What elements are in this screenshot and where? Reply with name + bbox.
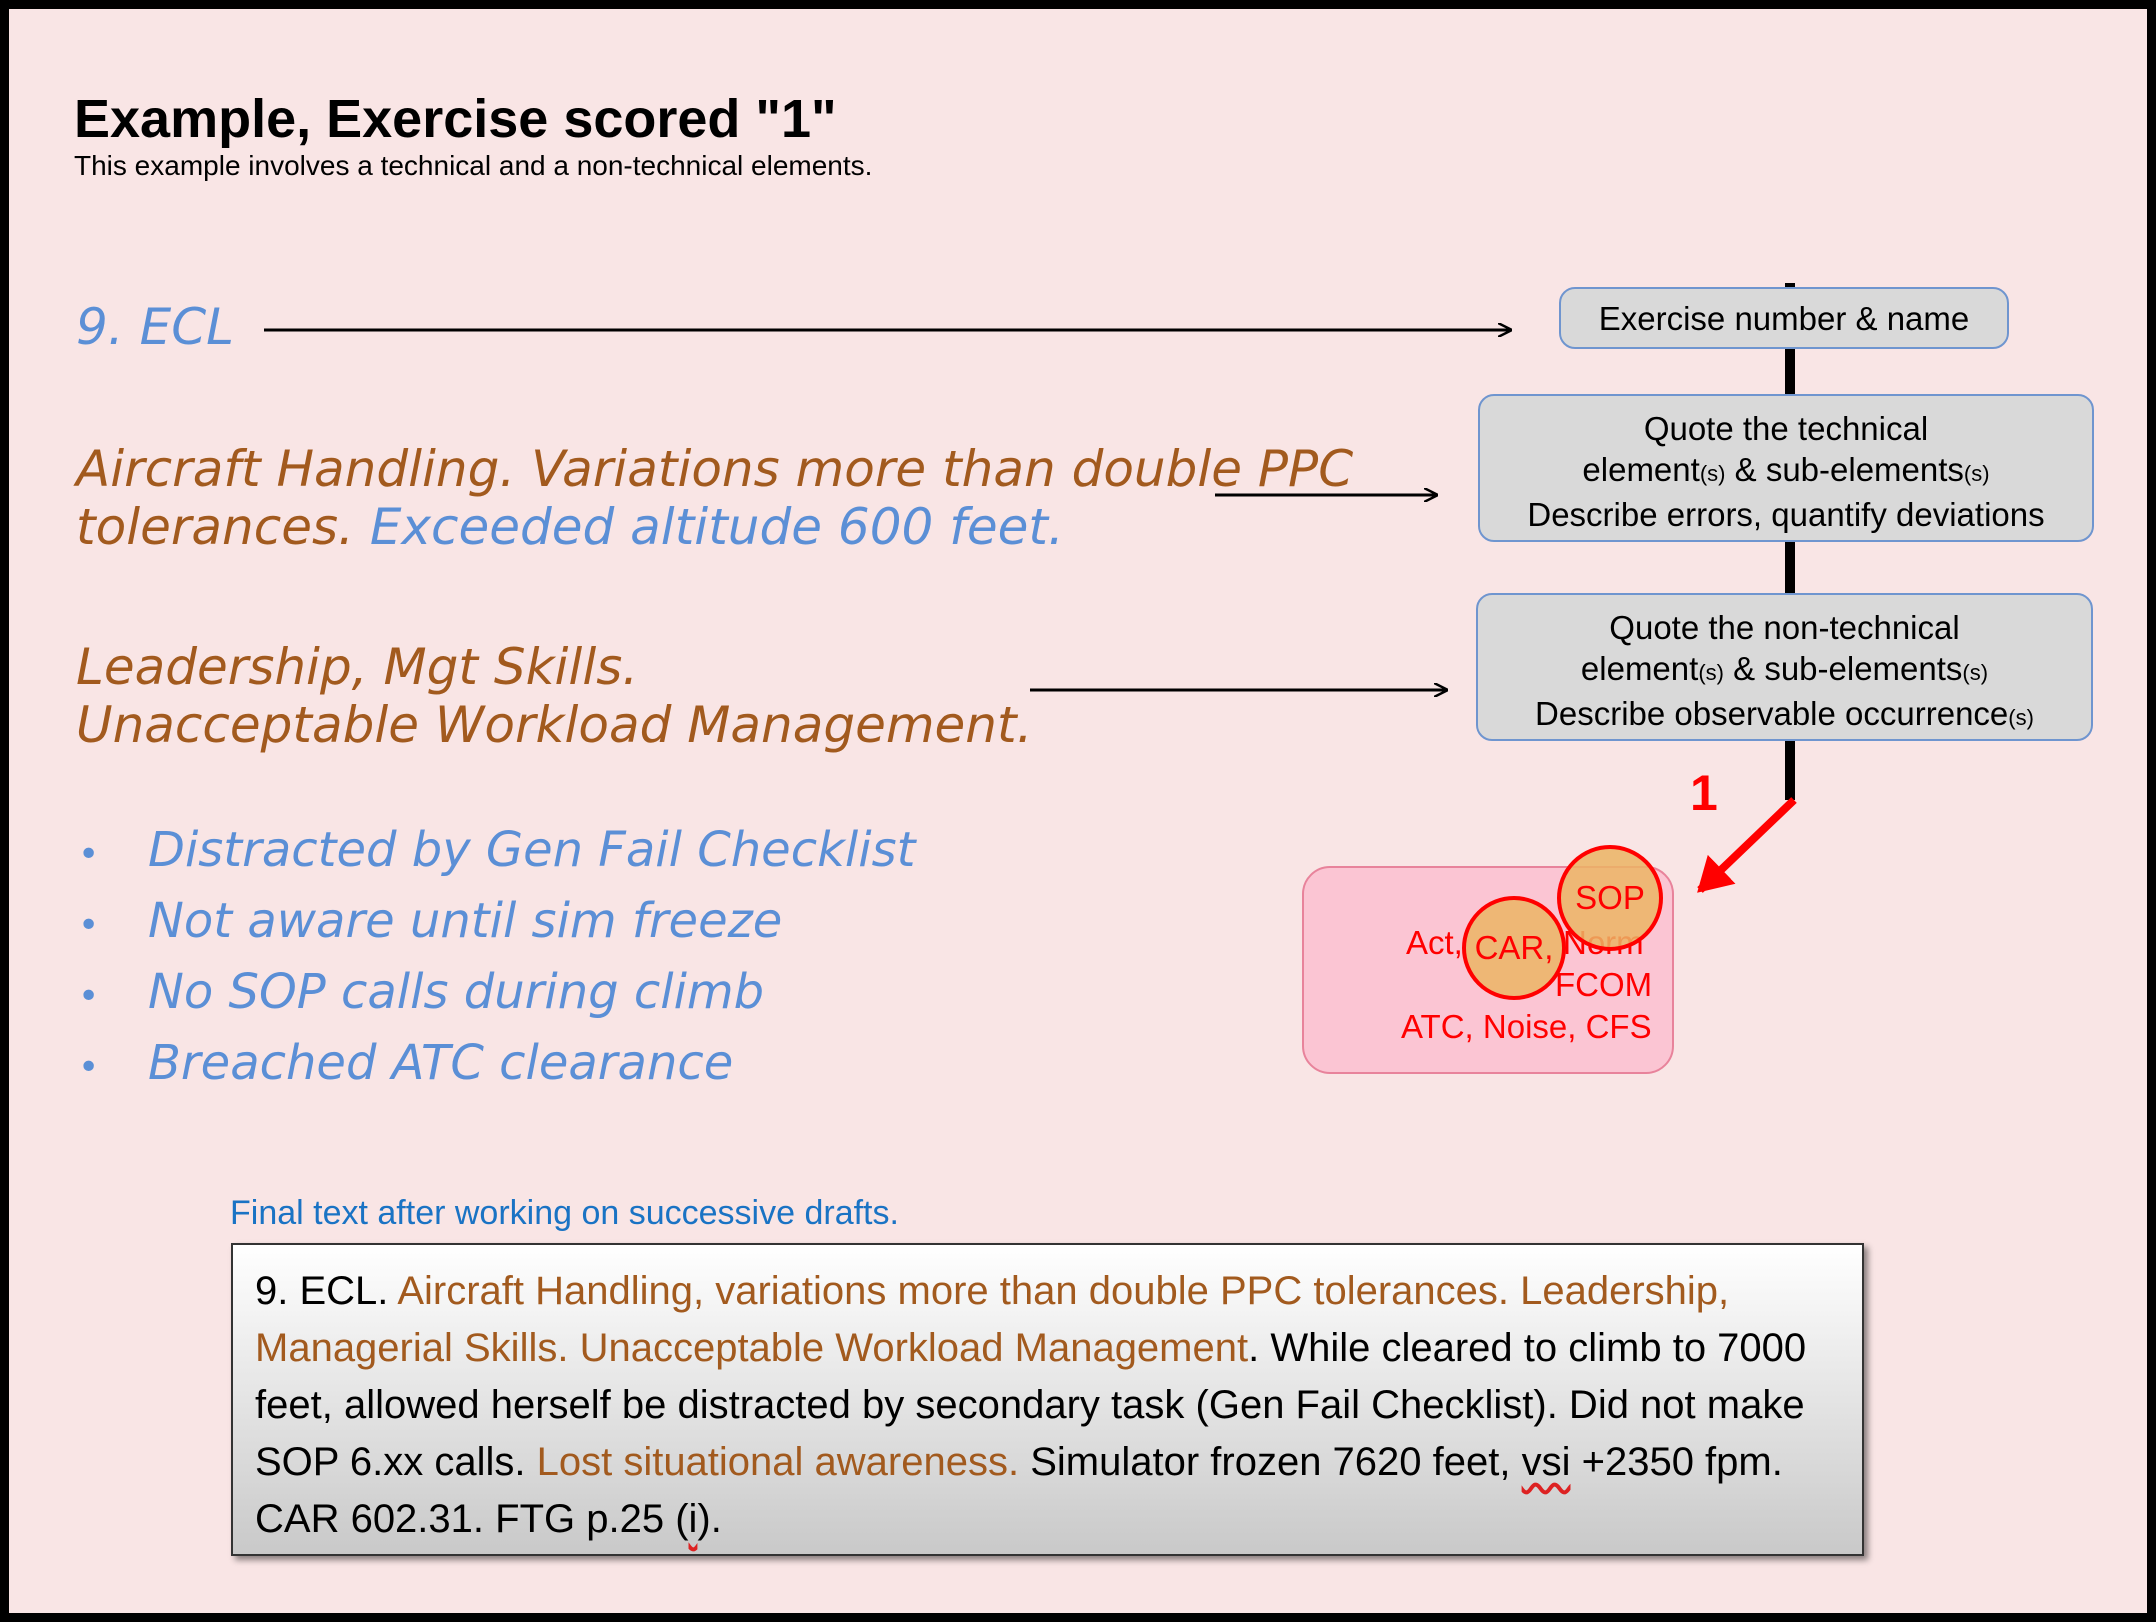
page-title: Example, Exercise scored "1" [74,89,837,149]
bullet-item: •Distracted by Gen Fail Checklist [78,822,916,878]
reference-atc-noise-cfs: ATC, Noise, CFS [1401,1008,1652,1045]
technical-element-box: Quote the technical element(s) & sub-ele… [1478,394,2094,542]
final-text-box: 9. ECL. Aircraft Handling, variations mo… [231,1243,1864,1556]
non-technical-element-line1: Leadership, Mgt Skills. [76,638,639,696]
page-subtitle: This example involves a technical and a … [74,150,873,181]
bullet-item: •Breached ATC clearance [78,1035,734,1091]
technical-element-line2: tolerances. Exceeded altitude 600 feet. [76,498,1064,556]
circle-sop: SOP [1557,845,1663,951]
technical-element-line1: Aircraft Handling. Variations more than … [76,440,1354,498]
score-number: 1 [1690,765,1718,821]
bullet-item: •Not aware until sim freeze [78,893,783,949]
technical-element-tolerances: tolerances. [76,498,354,556]
technical-deviation: Exceeded altitude 600 feet. [369,498,1064,556]
exercise-number-box: Exercise number & name [1559,287,2009,349]
non-technical-element-box: Quote the non-technical element(s) & sub… [1476,593,2093,741]
bullet-item: •No SOP calls during climb [78,964,765,1020]
exercise-label: 9. ECL [76,298,234,356]
circle-car: CAR, [1462,896,1566,1000]
non-technical-element-line2: Unacceptable Workload Management. [76,696,1033,754]
red-score-arrow [1697,797,1797,893]
reference-act: Act, [1406,924,1463,961]
final-text-label: Final text after working on successive d… [230,1194,899,1232]
reference-fcom: FCOM [1555,966,1653,1003]
